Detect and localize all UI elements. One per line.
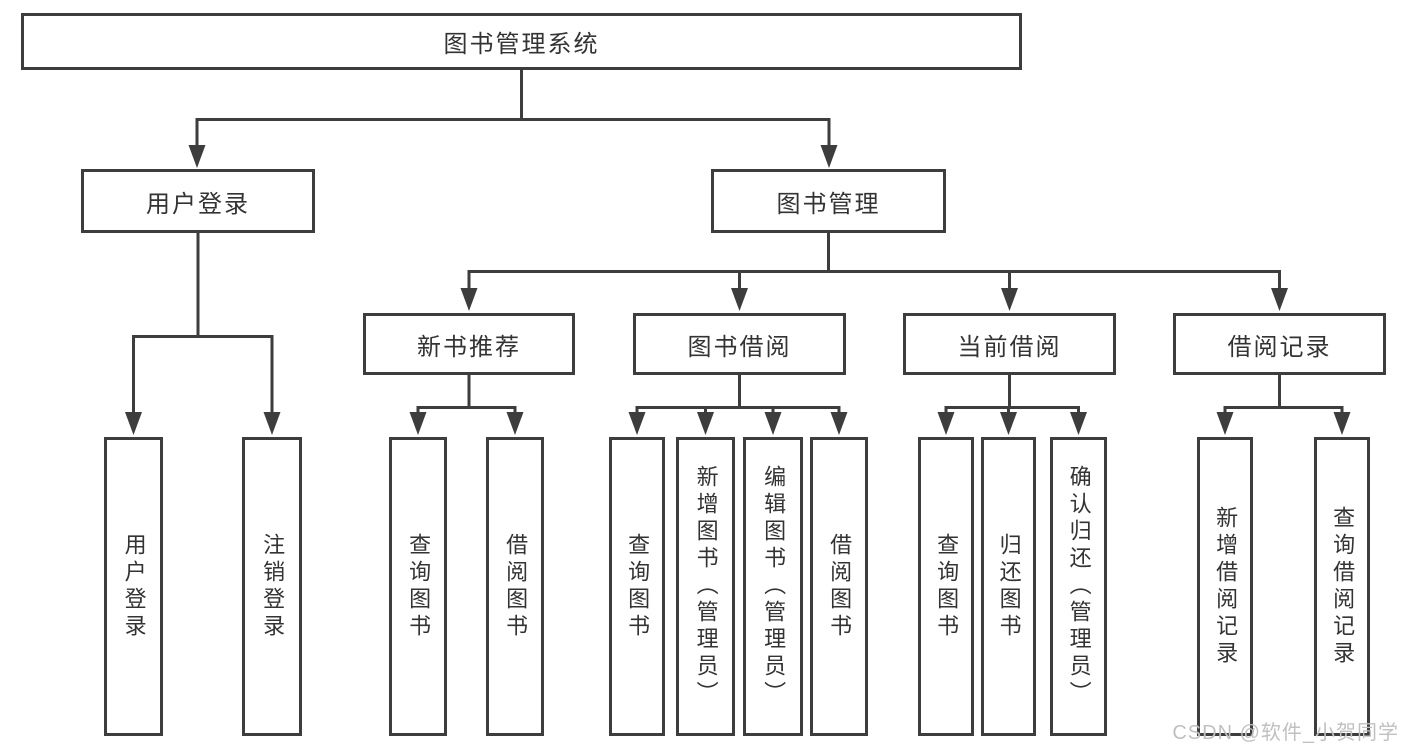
- node-user-login: 用户登录: [81, 169, 315, 233]
- node-book-management: 图书管理: [711, 169, 946, 233]
- arrow-down-icon: [409, 412, 427, 435]
- node-label: 查询图书: [406, 532, 432, 641]
- arrow-down-icon: [460, 288, 478, 311]
- watermark: CSDN @软件_小贺同学: [1172, 722, 1399, 744]
- node-query-borrow-record: 查询借阅记录: [1314, 437, 1370, 736]
- node-edit-books-admin: 编辑图书（管理员）: [743, 437, 803, 736]
- node-library-system: 图书管理系统: [21, 13, 1022, 70]
- node-user-login-leaf: 用户登录: [104, 437, 163, 736]
- arrow-down-icon: [1070, 412, 1087, 435]
- node-label: 借阅记录: [1227, 333, 1332, 361]
- arrow-down-icon: [1216, 412, 1234, 435]
- arrow-down-icon: [188, 145, 206, 168]
- node-add-borrow-record: 新增借阅记录: [1197, 437, 1253, 736]
- node-label: 查询图书: [934, 532, 960, 641]
- arrow-down-icon: [125, 412, 142, 435]
- arrow-down-icon: [1333, 412, 1351, 435]
- node-newrec-borrow-books: 借阅图书: [486, 437, 544, 736]
- arrow-down-icon: [830, 412, 848, 435]
- node-current-borrowing: 当前借阅: [903, 313, 1116, 375]
- arrow-down-icon: [506, 412, 524, 435]
- node-newrec-query-books: 查询图书: [389, 437, 447, 736]
- node-return-books: 归还图书: [981, 437, 1036, 736]
- arrow-down-icon: [263, 412, 281, 435]
- node-label: 确认归还（管理员）: [1066, 465, 1092, 708]
- node-confirm-return-admin: 确认归还（管理员）: [1050, 437, 1107, 736]
- arrow-down-icon: [731, 288, 748, 311]
- arrow-down-icon: [1271, 288, 1288, 311]
- node-label: 编辑图书（管理员）: [761, 465, 787, 708]
- node-label: 图书管理: [776, 190, 881, 218]
- node-new-book-recommendation: 新书推荐: [363, 313, 575, 375]
- node-label: 用户登录: [146, 190, 250, 218]
- arrow-down-icon: [937, 412, 955, 435]
- node-label: 查询图书: [625, 532, 651, 641]
- node-label: 图书管理系统: [443, 31, 600, 58]
- node-label: 借阅图书: [503, 532, 529, 641]
- node-add-books-admin: 新增图书（管理员）: [676, 437, 735, 736]
- node-borrowing-borrow-books: 借阅图书: [810, 437, 868, 736]
- node-borrowing-query-books: 查询图书: [609, 437, 665, 736]
- node-label: 借阅图书: [827, 532, 853, 641]
- node-label: 查询借阅记录: [1330, 505, 1356, 668]
- node-label: 新增图书（管理员）: [693, 465, 719, 708]
- node-logout-leaf: 注销登录: [242, 437, 302, 736]
- arrow-down-icon: [1001, 288, 1018, 311]
- node-label: 注销登录: [260, 532, 286, 641]
- arrow-down-icon: [1000, 412, 1017, 435]
- node-label: 新增借阅记录: [1213, 505, 1239, 668]
- arrow-down-icon: [820, 145, 838, 168]
- arrow-down-icon: [628, 412, 646, 435]
- arrow-down-icon: [697, 412, 714, 435]
- node-label: 图书借阅: [687, 333, 792, 361]
- node-current-query-books: 查询图书: [918, 437, 974, 736]
- node-label: 当前借阅: [957, 333, 1062, 361]
- node-label: 新书推荐: [417, 333, 521, 361]
- node-label: 用户登录: [121, 532, 147, 641]
- node-label: 归还图书: [996, 532, 1022, 641]
- arrow-down-icon: [764, 412, 782, 435]
- node-borrowing-records: 借阅记录: [1173, 313, 1386, 375]
- node-book-borrowing: 图书借阅: [633, 313, 846, 375]
